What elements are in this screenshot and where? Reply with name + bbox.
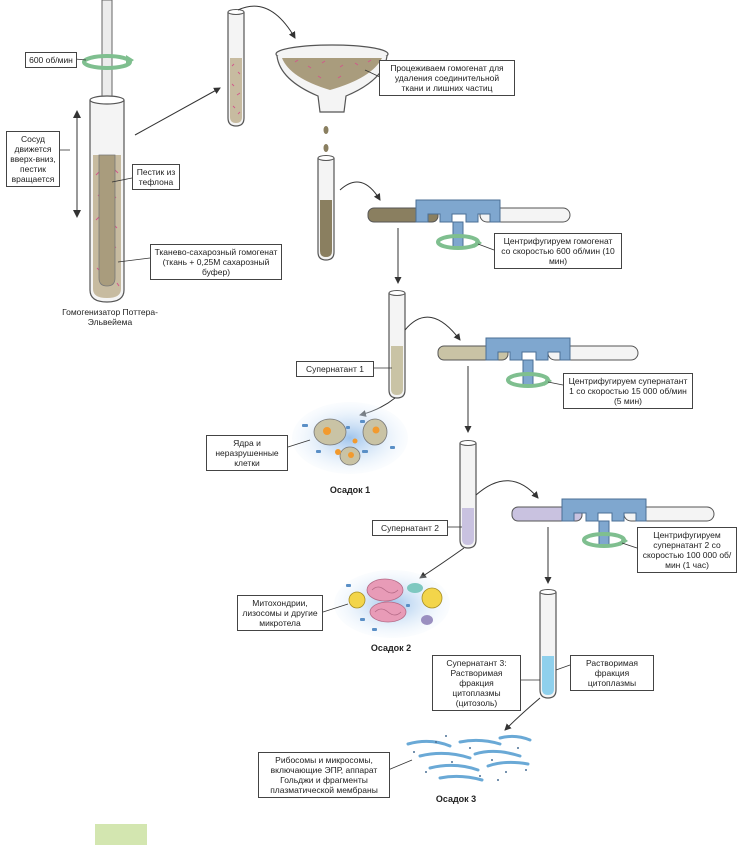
label-supernatant-2: Супернатант 2 xyxy=(372,520,448,536)
label-pellet-1: Осадок 1 xyxy=(329,485,371,495)
label-pellet-2: Осадок 2 xyxy=(370,643,412,653)
label-pellet-3: Осадок 3 xyxy=(435,794,477,804)
rotation-arrow-icon xyxy=(436,234,482,250)
test-tube-supernatant-2 xyxy=(459,440,477,549)
centrifuge-3 xyxy=(511,498,715,548)
label-homogenate: Тканево-сахарозный гомогенат (ткань + 0,… xyxy=(150,244,282,280)
label-filter-step: Процеживаем гомогенат для удаления соеди… xyxy=(379,60,515,96)
filter-funnel xyxy=(275,44,389,152)
label-centrifuge-2: Центрифугируем супернатант 1 со скорость… xyxy=(563,373,693,409)
test-tube-homogenate xyxy=(227,9,245,127)
test-tube-supernatant-3 xyxy=(539,589,557,699)
pellet-2-illustration xyxy=(334,570,450,638)
pellet-3-illustration xyxy=(406,734,532,782)
test-tube-filtered xyxy=(317,155,335,261)
label-centrifuge-1: Центрифугируем гомогенат со скоростью 60… xyxy=(494,233,622,269)
corner-patch xyxy=(95,824,147,845)
label-ribosomes: Рибосомы и микросомы, включающие ЭПР, ап… xyxy=(258,752,390,798)
label-soluble-fraction: Растворимая фракция цитоплазмы xyxy=(570,655,654,691)
label-vessel-motion: Сосуд движется вверх-вниз, пестик вращае… xyxy=(6,131,60,187)
label-supernatant-1: Супернатант 1 xyxy=(296,361,374,377)
label-homogenizer: Гомогенизатор Поттера-Эльвейема xyxy=(62,307,158,327)
centrifuge-2 xyxy=(437,337,639,388)
label-600-rpm: 600 об/мин xyxy=(25,52,77,68)
up-down-arrow-icon xyxy=(73,110,81,218)
label-supernatant-3: Супернатант 3: Растворимая фракция цитоп… xyxy=(432,655,521,711)
label-centrifuge-3: Центрифугируем супернатант 2 со скорость… xyxy=(637,527,737,573)
label-nuclei: Ядра и неразрушенные клетки xyxy=(206,435,288,471)
rotation-arrow-icon xyxy=(82,54,134,70)
homogenizer xyxy=(73,0,134,303)
test-tube-supernatant-1 xyxy=(388,290,406,399)
centrifuge-1 xyxy=(367,199,571,250)
rotation-arrow-icon xyxy=(506,372,552,388)
rotation-arrow-icon xyxy=(582,532,628,548)
label-mitochondria: Митохондрии, лизосомы и другие микротела xyxy=(237,595,323,631)
label-teflon-pestle: Пестик из тефлона xyxy=(132,164,180,190)
pellet-1-illustration xyxy=(292,402,408,474)
